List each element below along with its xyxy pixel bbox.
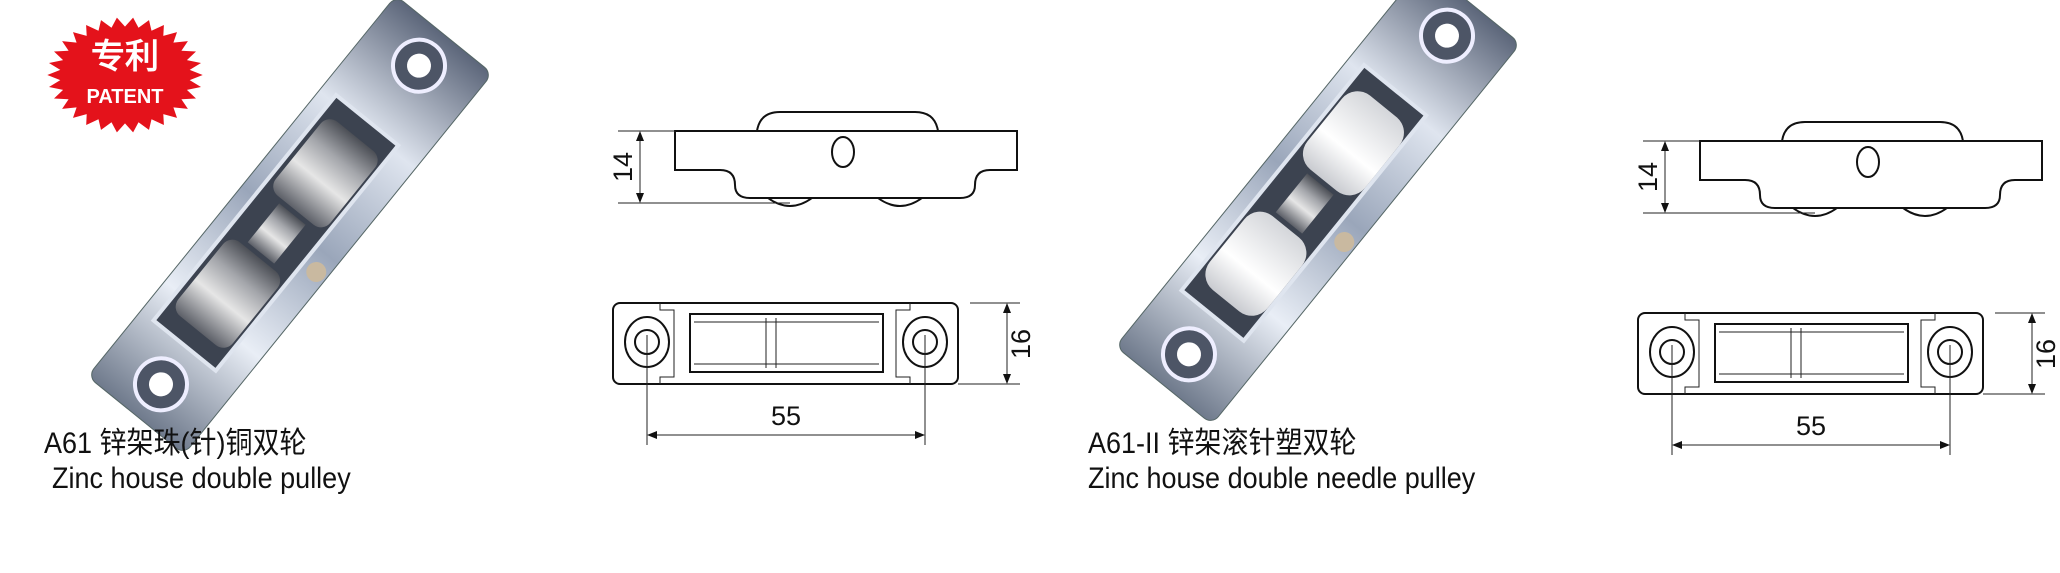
width-dimension-label: 16 <box>1006 329 1036 359</box>
patent-badge-en: PATENT <box>86 86 163 108</box>
product-title-a61-ii: A61-II 锌架滚针塑双轮 <box>1088 427 1357 460</box>
patent-badge: 专利 PATENT <box>47 17 203 133</box>
patent-badge-star <box>47 17 203 133</box>
height-dimension-label: 14 <box>1633 162 1663 192</box>
spacing-dimension-label: 55 <box>771 401 801 431</box>
patent-badge-cn: 专利 <box>91 38 159 76</box>
product-title-a61: A61 锌架珠(针)铜双轮 <box>44 427 307 460</box>
top-view <box>1637 312 2045 455</box>
product-photo-a61-ii <box>1119 0 1517 421</box>
height-dimension-label: 14 <box>608 152 638 182</box>
wheel-icon <box>1302 91 1404 196</box>
technical-drawing-a61-ii: 14 16 55 <box>1633 121 2060 455</box>
product-name-a61: Zinc house double pulley <box>52 462 351 495</box>
product-name-a61-ii: Zinc house double needle pulley <box>1088 462 1476 495</box>
wheel-icon <box>175 239 281 348</box>
wheel-icon <box>1205 211 1307 316</box>
wheel-icon <box>273 119 378 228</box>
technical-drawing-a61: 14 16 55 <box>608 111 1036 445</box>
width-dimension-label: 16 <box>2031 339 2060 369</box>
top-view <box>612 302 1020 445</box>
product-photo-a61 <box>91 0 489 451</box>
side-view <box>1643 121 2043 217</box>
side-view <box>618 111 1018 207</box>
spacing-dimension-label: 55 <box>1796 411 1826 441</box>
